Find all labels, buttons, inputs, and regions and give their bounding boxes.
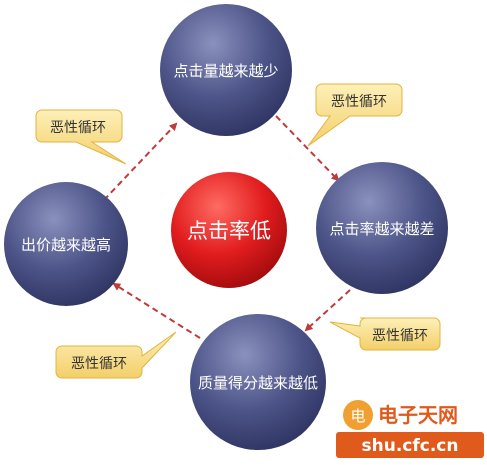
node-center: 点击率低 (171, 172, 287, 288)
node-label: 质量得分越来越低 (198, 374, 318, 392)
callout-label: 恶性循环 (50, 120, 106, 136)
callout-bottom-left: 恶性循环 (55, 331, 177, 379)
node-right: 点击率越来越差 (316, 162, 448, 294)
node-left: 出价越来越高 (4, 182, 128, 306)
arrow-bottom-to-left (112, 282, 201, 339)
callout-top-right: 恶性循环 (307, 83, 403, 147)
callout-bottom-right: 恶性循环 (329, 317, 441, 351)
node-label: 点击量越来越少 (173, 62, 278, 80)
watermark: 电 电子天网 shu.cfc.cn (336, 400, 484, 458)
watermark-logo-glyph: 电 (350, 407, 365, 425)
callout-label: 恶性循环 (71, 356, 127, 372)
arrow-left-to-top (103, 122, 178, 201)
watermark-domain: shu.cfc.cn (362, 436, 459, 456)
node-bottom: 质量得分越来越低 (190, 314, 326, 450)
callout-top-left: 恶性循环 (35, 109, 127, 165)
callout-label: 恶性循环 (372, 328, 428, 344)
node-label: 出价越来越高 (21, 236, 111, 254)
callout-label: 恶性循环 (331, 94, 387, 110)
node-top: 点击量越来越少 (160, 4, 292, 136)
node-label: 点击率越来越差 (329, 220, 434, 238)
watermark-site-name: 电子天网 (378, 403, 458, 427)
arrow-top-to-right (275, 115, 340, 182)
center-label: 点击率低 (187, 219, 271, 243)
